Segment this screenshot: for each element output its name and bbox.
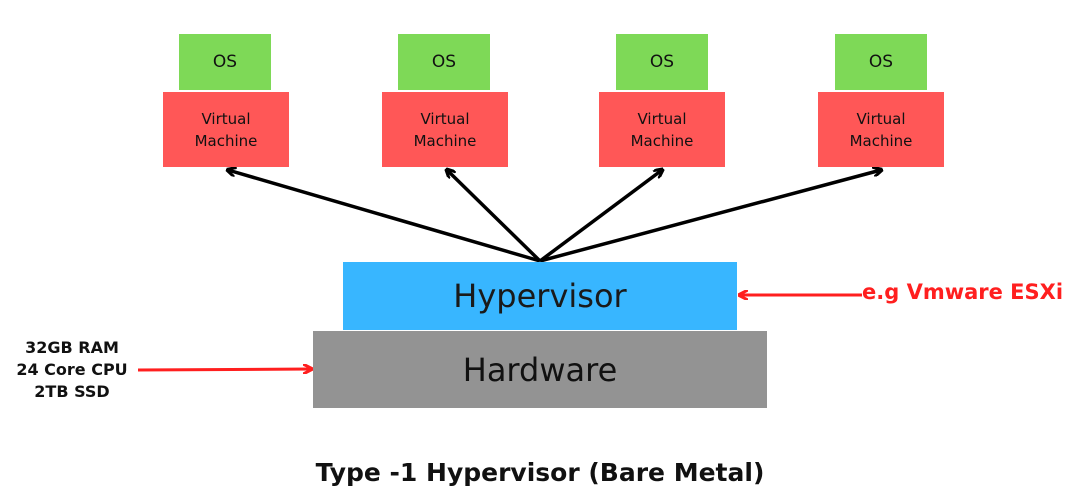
os-label: OS: [649, 52, 675, 72]
os-box-4: OS: [835, 34, 927, 90]
vm-label-line1: Virtual: [420, 109, 470, 128]
vm-label-line2: Machine: [194, 131, 258, 150]
virtual-machine-box-4: Virtual Machine: [818, 92, 944, 167]
arrow-to-vm-3: [538, 170, 662, 263]
arrow-to-hardware: [137, 369, 311, 370]
os-label: OS: [212, 52, 238, 72]
spec-ram: 32GB RAM: [25, 338, 119, 357]
hypervisor-label: Hypervisor: [453, 277, 627, 315]
spec-cpu: 24 Core CPU: [16, 360, 128, 379]
hardware-specs: 32GB RAM 24 Core CPU 2TB SSD: [4, 337, 140, 403]
diagram-title: Type -1 Hypervisor (Bare Metal): [315, 458, 765, 487]
arrow-to-vm-1: [228, 170, 541, 263]
os-label: OS: [431, 52, 457, 72]
arrow-to-vm-2: [447, 170, 542, 263]
virtual-machine-box-3: Virtual Machine: [599, 92, 725, 167]
vm-label-line1: Virtual: [637, 109, 687, 128]
hardware-label: Hardware: [462, 350, 618, 389]
os-label: OS: [868, 52, 894, 72]
os-box-2: OS: [398, 34, 490, 90]
spec-storage: 2TB SSD: [34, 382, 110, 401]
hardware-box: Hardware: [313, 331, 767, 408]
hypervisor-example: e.g Vmware ESXi: [862, 280, 1064, 304]
vm-label-line1: Virtual: [201, 109, 251, 128]
arrow-to-vm-4: [539, 170, 881, 263]
vm-label-line1: Virtual: [856, 109, 906, 128]
os-box-1: OS: [179, 34, 271, 90]
virtual-machine-box-2: Virtual Machine: [382, 92, 508, 167]
vm-label-line2: Machine: [413, 131, 477, 150]
vm-label-line2: Machine: [630, 131, 694, 150]
os-box-3: OS: [616, 34, 708, 90]
vm-label-line2: Machine: [849, 131, 913, 150]
virtual-machine-box-1: Virtual Machine: [163, 92, 289, 167]
hypervisor-box: Hypervisor: [343, 262, 737, 330]
